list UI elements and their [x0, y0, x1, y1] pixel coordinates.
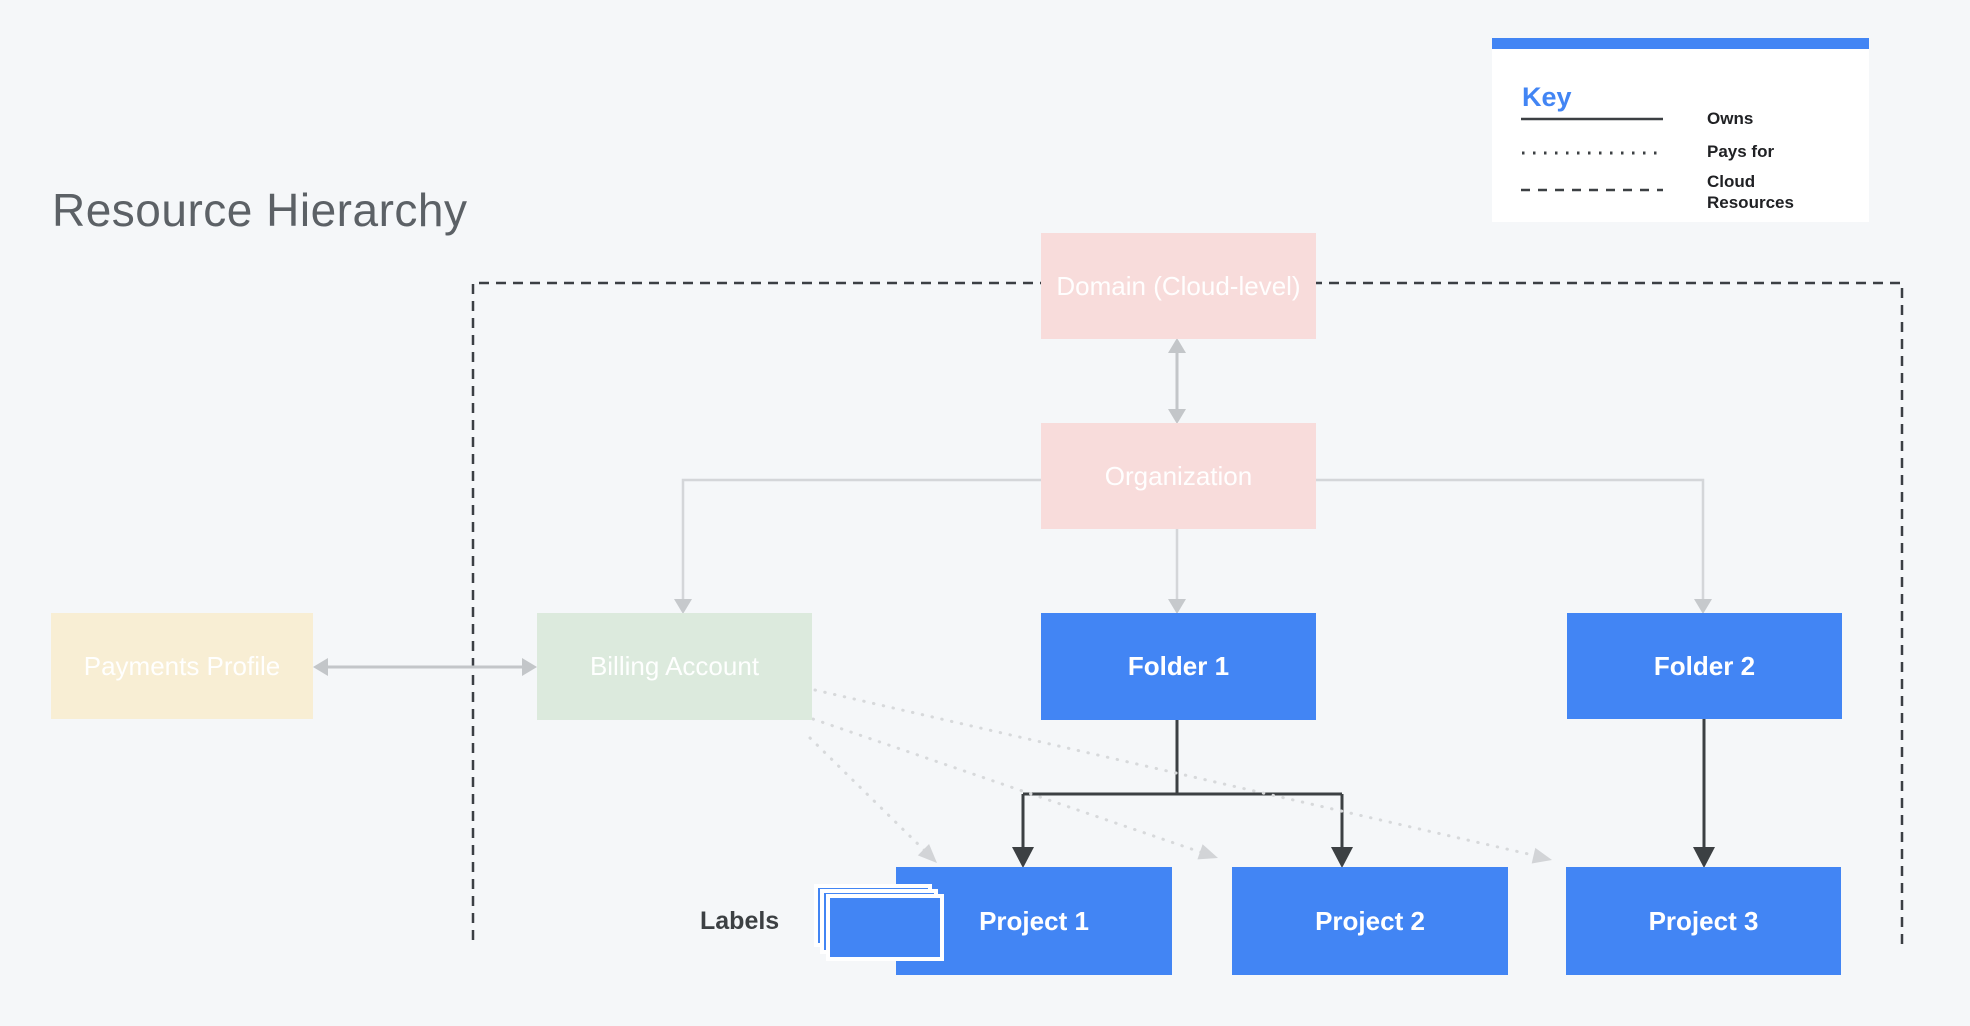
node-project-1: Project 1	[896, 867, 1172, 975]
legend-title: Key	[1522, 82, 1572, 112]
pays-for-line-sample	[1522, 151, 1663, 155]
pays-for-project1-line	[808, 736, 927, 853]
owns-line-sample	[1521, 117, 1663, 121]
edge-folder2-project3	[1693, 719, 1715, 868]
node-folder-1: Folder 1	[1041, 613, 1316, 720]
legend: Key Owns Pays for Cloud Resources	[1492, 38, 1869, 222]
pays-for-project2-line	[811, 717, 1205, 855]
node-organization: Organization	[1041, 423, 1316, 529]
edge-organization-folder2	[1316, 478, 1712, 614]
legend-accent-bar	[1492, 38, 1869, 49]
edge-organization-billing	[674, 478, 1041, 614]
legend-label-pays-for: Pays for	[1707, 142, 1775, 161]
node-payments-profile: Payments Profile	[51, 613, 313, 719]
node-domain: Domain (Cloud-level)	[1041, 233, 1316, 339]
node-project-2: Project 2	[1232, 867, 1508, 975]
edge-folder1-projects	[1012, 720, 1353, 868]
edge-organization-folder1	[1168, 529, 1186, 614]
legend-label-cloud-resources: Cloud Resources	[1707, 172, 1794, 212]
page-title: Resource Hierarchy	[52, 184, 468, 236]
cloud-resources-line-sample	[1521, 188, 1663, 192]
edge-payments-billing	[313, 658, 537, 676]
labels-annotation: Labels	[700, 907, 780, 935]
node-folder-2: Folder 2	[1567, 613, 1842, 719]
node-billing-account: Billing Account	[537, 613, 812, 720]
node-project-3: Project 3	[1566, 867, 1841, 975]
legend-label-owns: Owns	[1707, 109, 1754, 128]
edge-domain-organization	[1168, 338, 1186, 424]
pays-for-arrowheads	[917, 843, 1552, 864]
